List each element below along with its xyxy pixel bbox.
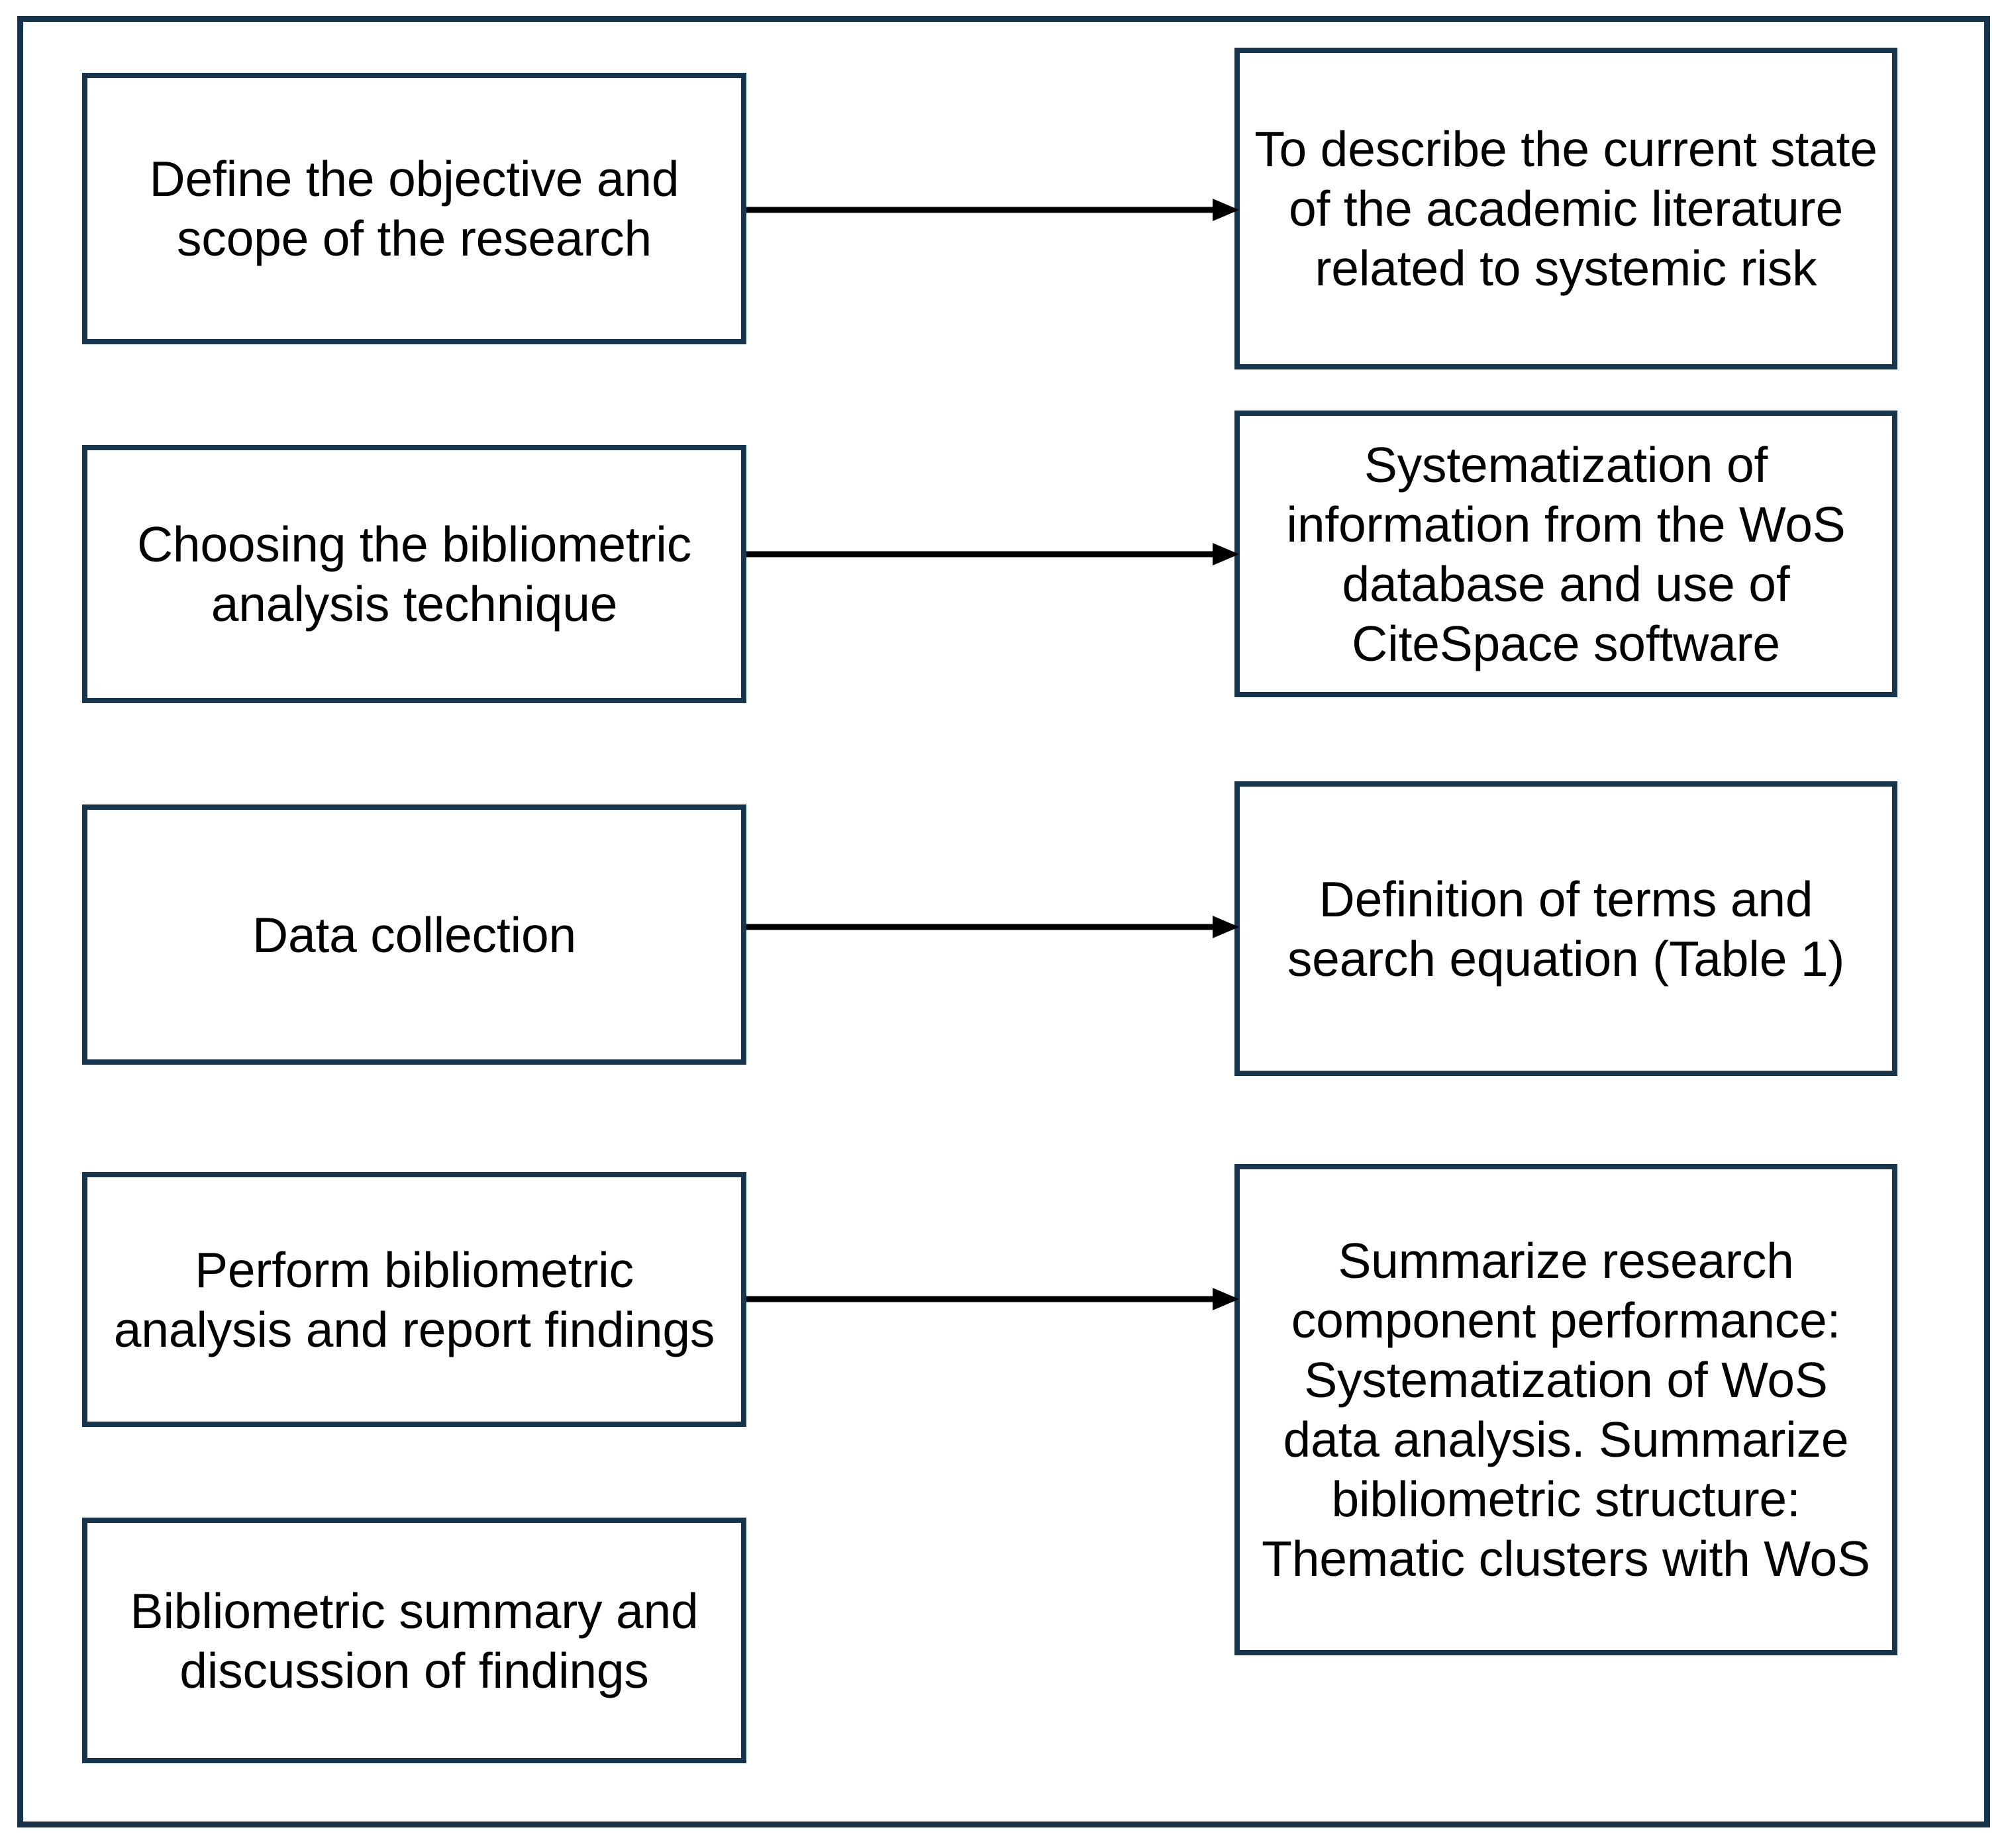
process-box-label: Bibliometric summary and discussion of f…: [130, 1582, 699, 1698]
outcome-box-label: Definition of terms and search equation …: [1287, 871, 1845, 987]
process-box-label: Choosing the bibliometric analysis techn…: [136, 516, 692, 632]
process-box-data-collection[interactable]: Data collection: [82, 804, 746, 1065]
process-box-label: Data collection: [252, 906, 576, 963]
outcome-box-label: To describe the current state of the aca…: [1254, 121, 1878, 296]
process-box-label: Define the objective and scope of the re…: [149, 151, 679, 266]
outcome-box-summarize-performance[interactable]: Summarize research component performance…: [1234, 1164, 1897, 1655]
process-box-choose-technique[interactable]: Choosing the bibliometric analysis techn…: [82, 445, 746, 703]
outcome-box-terms-search-equation[interactable]: Definition of terms and search equation …: [1234, 781, 1897, 1076]
process-box-bibliometric-summary[interactable]: Bibliometric summary and discussion of f…: [82, 1518, 746, 1763]
process-box-define-objective[interactable]: Define the objective and scope of the re…: [82, 73, 746, 344]
right-arrow-icon-step-4: [746, 1286, 1239, 1312]
process-box-perform-analysis[interactable]: Perform bibliometric analysis and report…: [82, 1172, 746, 1427]
process-box-label: Perform bibliometric analysis and report…: [113, 1241, 715, 1357]
right-arrow-icon-step-2: [746, 541, 1239, 567]
right-arrow-icon-step-3: [746, 914, 1239, 940]
outcome-box-systematization-wos[interactable]: Systematization of information from the …: [1234, 411, 1897, 697]
diagram-outer-frame: [17, 16, 1990, 1827]
outcome-box-label: Summarize research component performance…: [1262, 1233, 1870, 1586]
right-arrow-icon-step-1: [746, 197, 1239, 223]
outcome-box-label: Systematization of information from the …: [1286, 436, 1846, 671]
outcome-box-describe-state[interactable]: To describe the current state of the aca…: [1234, 48, 1897, 369]
